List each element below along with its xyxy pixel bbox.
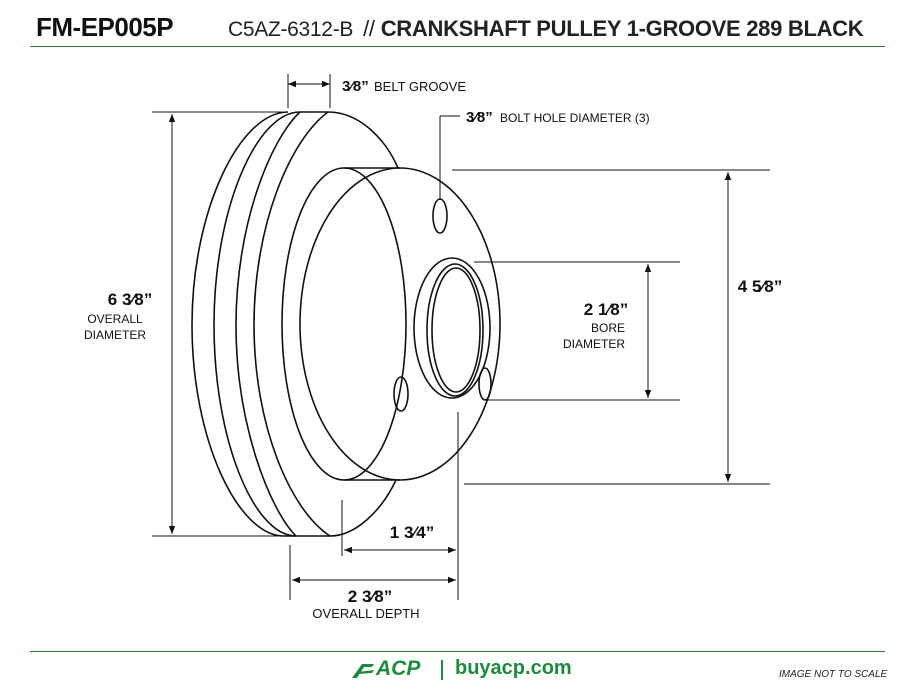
header: FM-EP005P C5AZ-6312-B //CRANKSHAFT PULLEY… bbox=[0, 0, 915, 48]
oem-number: C5AZ-6312-B bbox=[228, 18, 354, 41]
belt-groove-value: 3⁄8” bbox=[342, 78, 369, 95]
title-separator: // bbox=[363, 16, 375, 41]
bolt-hole-label: BOLT HOLE DIAMETER (3) bbox=[500, 111, 650, 125]
dimension-labels: 3⁄8” BELT GROOVE 3⁄8” BOLT HOLE DIAMETER… bbox=[84, 78, 782, 621]
bolt-hole-value: 3⁄8” bbox=[466, 109, 493, 126]
overall-depth-label: OVERALL DEPTH bbox=[312, 606, 419, 621]
product-name: CRANKSHAFT PULLEY 1-GROOVE 289 BLACK bbox=[380, 16, 864, 41]
acp-swoosh-icon bbox=[352, 664, 374, 678]
header-rule bbox=[30, 46, 885, 47]
dimension-lines bbox=[152, 74, 770, 600]
acp-logo: ACP bbox=[376, 657, 421, 680]
pulley-body bbox=[191, 111, 501, 537]
scale-note: IMAGE NOT TO SCALE bbox=[779, 669, 888, 680]
part-number: FM-EP005P bbox=[36, 12, 174, 42]
product-title: C5AZ-6312-B //CRANKSHAFT PULLEY 1-GROOVE … bbox=[228, 16, 864, 42]
overall-diameter-label-2: DIAMETER bbox=[84, 328, 146, 342]
footer-rule bbox=[30, 651, 885, 652]
hub-depth-value: 1 3⁄4” bbox=[390, 523, 434, 542]
hub-diameter-value: 4 5⁄8” bbox=[738, 277, 782, 296]
overall-diameter-label-1: OVERALL bbox=[87, 312, 143, 326]
overall-diameter-value: 6 3⁄8” bbox=[108, 290, 152, 309]
belt-groove-label: BELT GROOVE bbox=[374, 79, 466, 94]
bore-diameter-label-2: DIAMETER bbox=[563, 337, 625, 351]
bore-diameter-value: 2 1⁄8” bbox=[584, 300, 628, 319]
overall-depth-value: 2 3⁄8” bbox=[348, 587, 392, 606]
bore-diameter-label-1: BORE bbox=[591, 321, 625, 335]
footer-divider bbox=[441, 660, 443, 680]
website-link[interactable]: buyacp.com bbox=[455, 657, 572, 679]
